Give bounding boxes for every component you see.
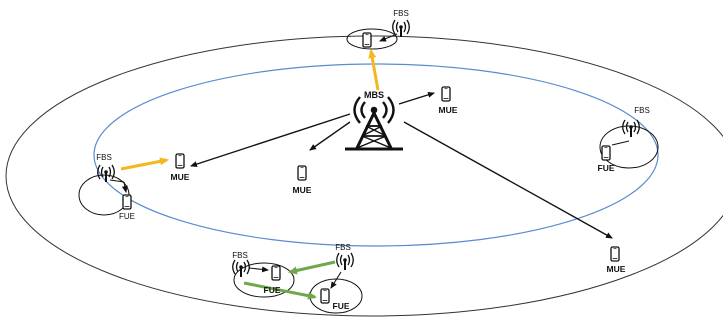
phone-icon — [610, 246, 620, 262]
phone-icon — [362, 32, 372, 48]
link-mbs-to-mue-top-right — [398, 91, 435, 105]
interference-fbs-mid-to-fue-left — [288, 260, 336, 275]
link-fbs-right-to-fue — [611, 140, 630, 146]
interference-fbs-left-to-mue — [120, 157, 169, 171]
phone-icon — [271, 265, 281, 281]
link-mbs-to-mue-center — [309, 121, 351, 151]
inner-coverage-boundary — [93, 63, 659, 247]
mue-top-right-label: MUE — [439, 105, 458, 115]
mue-far-right-label: MUE — [607, 264, 626, 274]
phone-icon — [175, 153, 185, 169]
link-mbs-to-mue-far-right — [403, 121, 613, 239]
fbs-bottom-left-label: FBS — [232, 251, 248, 260]
link-fbs-left-bend — [109, 179, 125, 183]
phone-icon — [297, 165, 307, 181]
mue-center-label: MUE — [293, 185, 312, 195]
link-fbs-top-to-phone — [379, 33, 398, 42]
interference-mbs-to-femtocell-top — [368, 49, 380, 91]
macro-cell-boundary — [5, 35, 723, 317]
fbs-right-label: FBS — [634, 106, 650, 115]
femtocell-bottom-left — [233, 262, 295, 298]
fbs-bottom-mid-label: FBS — [335, 243, 351, 252]
femtocell-top — [346, 28, 398, 50]
femtocell-left — [78, 174, 130, 216]
mbs-label: MBS — [364, 90, 384, 100]
femtocell-right — [599, 125, 659, 169]
link-mbs-to-mue-left — [190, 113, 351, 167]
macro-tower-icon — [345, 96, 403, 151]
fue-right-label: FUE — [598, 163, 615, 173]
femto-antenna-icon — [336, 252, 354, 271]
mue-left-label: MUE — [171, 172, 190, 182]
fue-left-label: FUE — [119, 212, 135, 221]
fbs-left-label: FBS — [96, 153, 112, 162]
link-fbs-bottom-mid-to-fue — [330, 271, 342, 289]
fbs-top-label: FBS — [393, 9, 409, 18]
phone-icon — [320, 288, 330, 304]
phone-icon — [441, 86, 451, 102]
fue-bottom-right-label: FUE — [333, 301, 350, 311]
phone-icon — [122, 194, 132, 210]
link-fbs-left-to-fue — [121, 181, 128, 193]
fue-bottom-left-label: FUE — [264, 285, 281, 295]
phone-icon — [601, 145, 611, 161]
femto-antenna-icon — [622, 119, 640, 138]
interference-fbs-left-to-fue-mid — [243, 281, 317, 300]
link-fbs-bottom-left-to-fue — [248, 266, 269, 273]
